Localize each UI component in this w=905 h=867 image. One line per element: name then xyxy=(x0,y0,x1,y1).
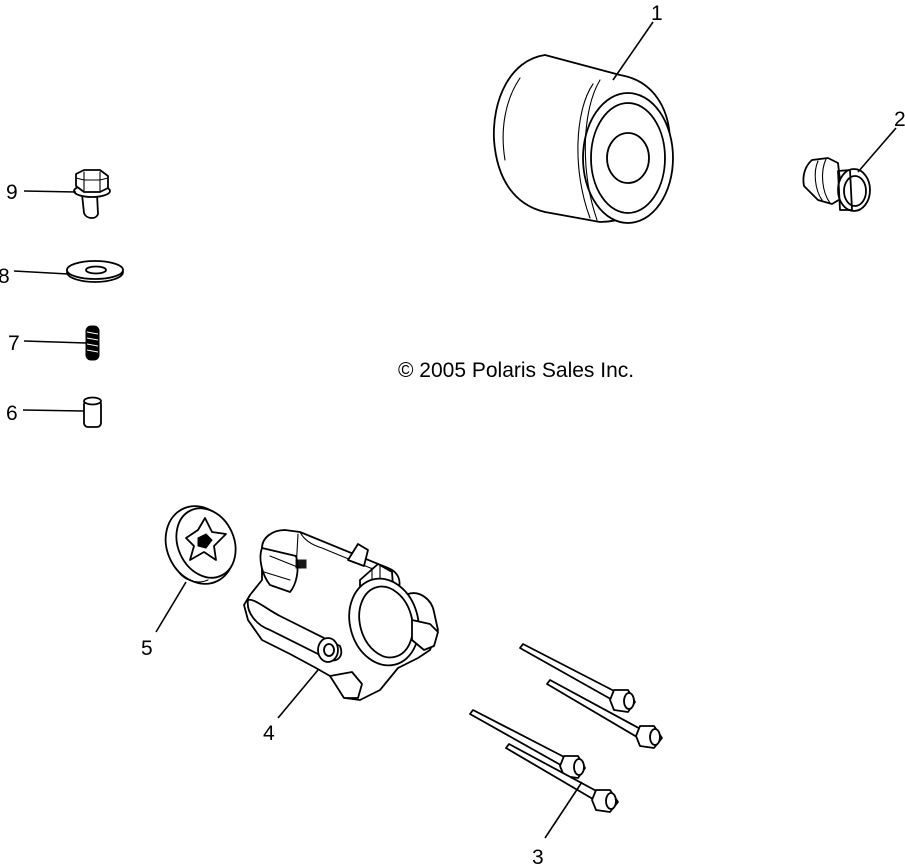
leader-line-2 xyxy=(857,127,897,173)
callout-4: 4 xyxy=(263,722,275,745)
copyright-text: © 2005 Polaris Sales Inc. xyxy=(398,359,634,382)
part-3-bolt-c xyxy=(469,709,586,779)
leader-line-7 xyxy=(23,340,87,344)
leader-line-4 xyxy=(277,669,319,719)
leader-line-1 xyxy=(612,21,654,81)
part-6-dowel-pin xyxy=(83,396,102,428)
callout-2: 2 xyxy=(894,108,905,131)
leader-line-3 xyxy=(544,781,583,839)
callout-9: 9 xyxy=(6,181,18,204)
leader-line-5 xyxy=(155,581,187,633)
part-3-bolt-d xyxy=(505,743,619,813)
part-2-fitting xyxy=(802,157,871,212)
part-9-flange-bolt xyxy=(73,169,111,219)
callout-7: 7 xyxy=(8,332,20,355)
callout-5: 5 xyxy=(141,637,153,660)
leader-line-8 xyxy=(13,270,69,275)
callout-1: 1 xyxy=(651,2,663,25)
callout-8: 8 xyxy=(0,265,10,288)
leader-line-9 xyxy=(23,190,77,193)
part-3-bolt-b xyxy=(546,679,663,749)
callout-6: 6 xyxy=(6,402,18,425)
part-1-filter-canister xyxy=(493,54,674,224)
part-3-bolt-a xyxy=(519,643,636,713)
part-8-washer xyxy=(66,260,124,283)
part-5-rotor xyxy=(164,505,237,585)
callout-3: 3 xyxy=(532,846,544,867)
leader-line-6 xyxy=(22,409,85,412)
part-7-set-screw xyxy=(85,325,100,361)
part-4-pump-housing xyxy=(243,529,439,701)
